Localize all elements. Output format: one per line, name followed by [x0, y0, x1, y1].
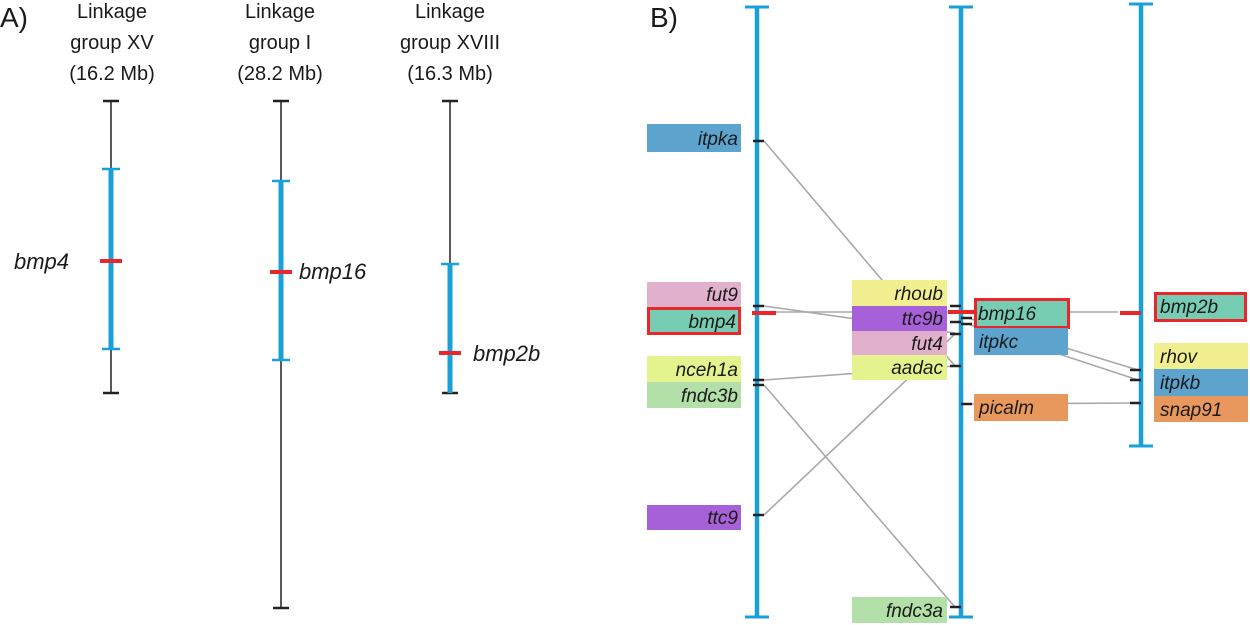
bmp16-box [974, 300, 1068, 328]
group-xv-title-line3: (16.2 Mb) [69, 63, 155, 85]
snap91-label: snap91 [1160, 400, 1222, 421]
panel-b-chromosome-3 [1120, 2, 1153, 448]
bmp2b-label-b: bmp2b [1160, 297, 1218, 318]
bmp4-label-b: bmp4 [688, 312, 736, 333]
fndc3b-label: fndc3b [681, 386, 738, 407]
ttc9b-box [852, 306, 947, 331]
rhov-box [1154, 343, 1248, 369]
bmp4-box [647, 307, 741, 335]
group-i-title-line2: group I [249, 32, 311, 54]
column-1-genes: itpka fut9 bmp4 nceh1a fndc3b ttc9 [647, 124, 741, 530]
group-xviii-title-line1: Linkage [415, 1, 485, 23]
fndc3a-label: fndc3a [886, 601, 943, 622]
column-2-genes: rhoub ttc9b fut4 aadac fndc3a [852, 280, 947, 623]
picalm-label: picalm [978, 398, 1034, 419]
ttc9-box [647, 505, 741, 530]
itpkb-box [1154, 369, 1248, 396]
ttc9b-label: ttc9b [902, 309, 943, 330]
connector-fndc3b [763, 384, 956, 608]
group-xviii-title-line3: (16.3 Mb) [407, 63, 493, 85]
group-i-title-line1: Linkage [245, 1, 315, 23]
bmp2b-highlight-frame [1154, 292, 1247, 322]
ttc9-label: ttc9 [707, 508, 738, 529]
bmp2b-box [1154, 292, 1247, 321]
linkage-group-xv: Linkage group XV (16.2 Mb) bmp4 [14, 1, 155, 395]
aadac-box [852, 355, 947, 380]
picalm-box [974, 394, 1068, 421]
fndc3a-box [852, 597, 947, 623]
bmp4-gene-label: bmp4 [14, 249, 69, 274]
itpka-label: itpka [698, 129, 738, 150]
linkage-group-xviii: Linkage group XVIII (16.3 Mb) bmp2b [400, 1, 540, 395]
fut4-box [852, 331, 947, 355]
rhoub-label: rhoub [894, 284, 943, 305]
bmp16-label-b: bmp16 [978, 304, 1037, 325]
nceh1a-label: nceh1a [676, 360, 738, 381]
panel-b-chromosome-2 [948, 5, 974, 619]
bmp4-highlight-frame [647, 307, 741, 335]
aadac-label: aadac [891, 358, 943, 379]
panel-b-label: B) [650, 2, 678, 33]
fut4-label: fut4 [911, 334, 943, 355]
panel-b-chromosome-1 [745, 5, 776, 619]
itpka-box [647, 124, 741, 152]
snap91-box [1154, 396, 1248, 422]
group-xviii-title-line2: group XVIII [400, 32, 500, 54]
group-xv-title-line1: Linkage [77, 1, 147, 23]
column-2-right-genes: bmp16 itpkc picalm [974, 298, 1070, 421]
itpkc-label: itpkc [979, 332, 1019, 353]
fndc3b-box [647, 382, 741, 408]
rhov-label: rhov [1160, 347, 1198, 368]
itpkc-box [974, 328, 1068, 355]
panel-a-label: A) [0, 2, 28, 33]
group-i-title-line3: (28.2 Mb) [237, 63, 323, 85]
column-3-genes: bmp2b rhov itpkb snap91 [1154, 292, 1248, 422]
rhoub-box [852, 280, 947, 306]
itpkb-label: itpkb [1160, 373, 1200, 394]
bmp16-gene-label: bmp16 [299, 259, 367, 284]
linkage-group-i: Linkage group I (28.2 Mb) bmp16 [237, 1, 367, 610]
bmp2b-gene-label: bmp2b [473, 341, 540, 366]
fut9-box [647, 282, 741, 307]
group-xv-title-line2: group XV [70, 32, 154, 54]
nceh1a-box [647, 356, 741, 382]
orthology-connectors [763, 140, 1139, 608]
fut9-label: fut9 [706, 285, 738, 306]
bmp16-highlight-frame [974, 298, 1070, 329]
